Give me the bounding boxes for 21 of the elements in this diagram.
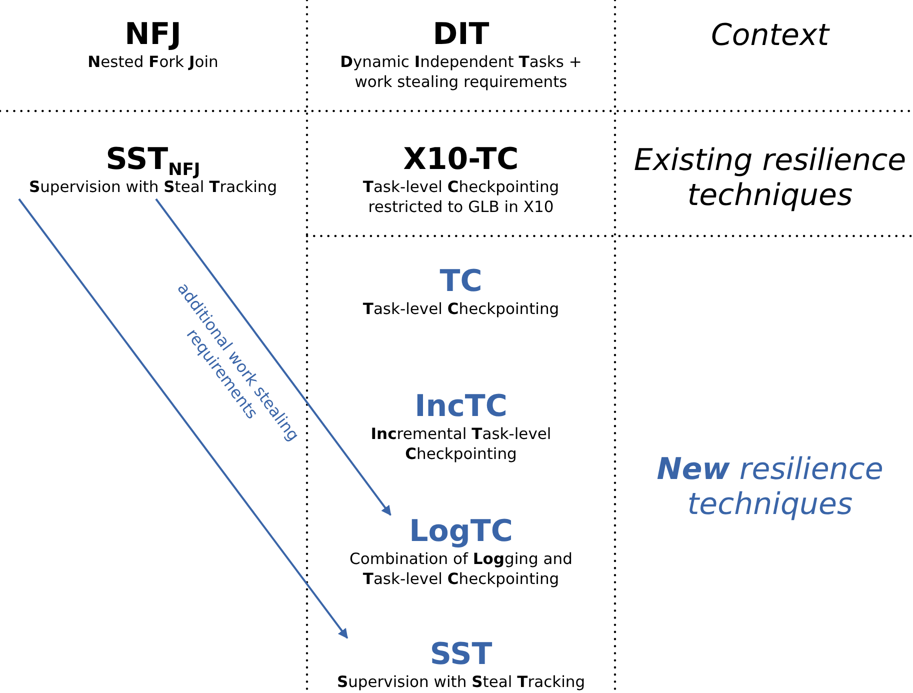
technique-description: Dynamic Independent Tasks + work stealing requirements (339, 52, 583, 92)
column-heading: Context (710, 18, 831, 53)
technique-title: LogTC (409, 515, 513, 549)
technique-description: Supervision with Steal Tracking (28, 178, 278, 197)
technique-description: Task-level Checkpointing restricted to GLB in X10 (362, 177, 560, 217)
technique-title: NFJ (124, 18, 182, 52)
technique-title: TC (440, 265, 482, 299)
technique-title: SST$_{NFJ}$ (106, 143, 200, 177)
technique-description: Supervision with Steal Tracking (336, 672, 586, 692)
technique-title: DIT (432, 18, 490, 52)
arrow (155, 198, 392, 516)
technique-description: Nested Fork Join (88, 52, 218, 72)
row-heading: Existing resilience techniques (632, 143, 908, 213)
technique-title: IncTC (414, 390, 508, 424)
technique-description: Combination of Logging and Task-level Checkpointing (348, 549, 574, 589)
technique-title: X10-TC (403, 143, 519, 177)
technique-description: Incremental Task-level Checkpointing (370, 424, 552, 464)
row-heading: New resilience techniques (656, 452, 884, 522)
technique-title: SST (430, 638, 492, 672)
arrow (18, 198, 348, 639)
technique-description: Task-level Checkpointing (362, 299, 560, 319)
